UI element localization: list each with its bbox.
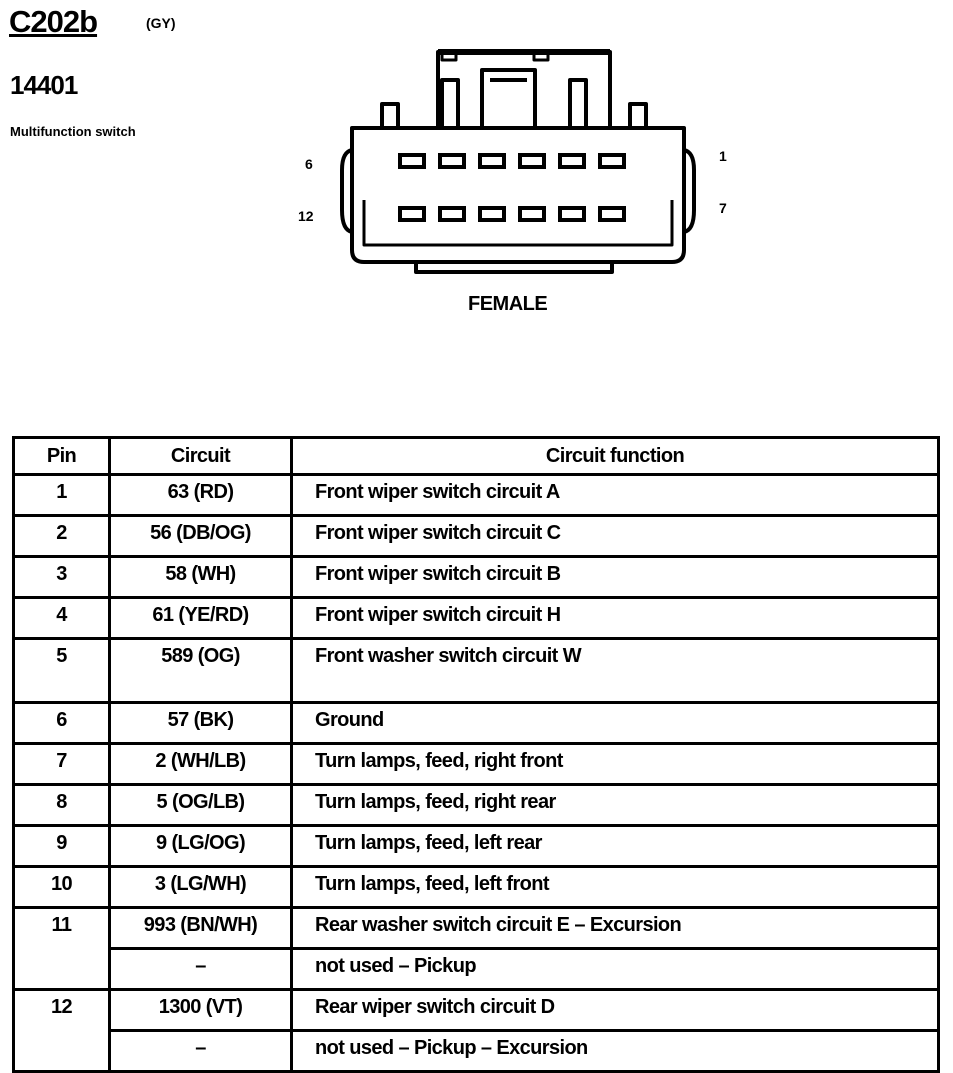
pin-cavity-5 (438, 153, 466, 169)
circuit-function: Turn lamps, feed, left front (290, 865, 940, 909)
pin-cavity-4 (478, 153, 506, 169)
table-row: 3 58 (WH) Front wiper switch circuit B (12, 555, 940, 599)
side-bump-left (340, 148, 353, 234)
circuit-function: Turn lamps, feed, right front (290, 742, 940, 786)
circuit-code: 9 (LG/OG) (108, 824, 293, 868)
circuit-function: Ground (290, 701, 940, 745)
latch-center (480, 68, 537, 127)
circuit-code: 57 (BK) (108, 701, 293, 745)
table-row: 6 57 (BK) Ground (12, 701, 940, 745)
circuit-code: 3 (LG/WH) (108, 865, 293, 909)
table-row: 5 589 (OG) Front washer switch circuit W (12, 637, 940, 704)
table-row: – not used – Pickup – Excursion (14, 1029, 940, 1073)
pin-number: 9 (12, 824, 111, 868)
pin-number: 3 (12, 555, 111, 599)
circuit-function: Rear wiper switch circuit D (290, 988, 940, 1032)
table-header-row: Pin Circuit Circuit function (12, 436, 940, 476)
pin-number: 7 (12, 742, 111, 786)
pin-cavity-12 (398, 206, 426, 222)
circuit-code: 56 (DB/OG) (108, 514, 293, 558)
header-circuit-function: Circuit function (290, 436, 940, 476)
header-circuit: Circuit (108, 436, 293, 476)
table-row: 1 63 (RD) Front wiper switch circuit A (12, 473, 940, 517)
connector-gender: FEMALE (468, 293, 548, 315)
part-name: Multifunction switch (10, 124, 136, 139)
side-bump-right (683, 148, 696, 234)
circuit-function: Front wiper switch circuit A (290, 473, 940, 517)
circuit-function: Front washer switch circuit W (290, 637, 940, 704)
circuit-code: 63 (RD) (108, 473, 293, 517)
latch-notch-left (440, 50, 458, 62)
pin-number: 12 (12, 988, 111, 1073)
pinout-table: Pin Circuit Circuit function 1 63 (RD) F… (12, 436, 940, 1073)
circuit-function: not used – Pickup (290, 947, 940, 991)
pin-number: 1 (12, 473, 111, 517)
circuit-function: Rear washer switch circuit E – Excursion (290, 906, 940, 950)
pin-label-top-right: 1 (719, 148, 727, 164)
latch-notch-right (532, 50, 550, 62)
connector-color-code: (GY) (146, 15, 176, 31)
circuit-function: Front wiper switch circuit C (290, 514, 940, 558)
table-row: 10 3 (LG/WH) Turn lamps, feed, left fron… (12, 865, 940, 909)
pin-cavity-6 (398, 153, 426, 169)
pin-number: 8 (12, 783, 111, 827)
table-row: 8 5 (OG/LB) Turn lamps, feed, right rear (12, 783, 940, 827)
circuit-function: Front wiper switch circuit B (290, 555, 940, 599)
pin-label-top-left: 6 (305, 156, 313, 172)
circuit-code: – (108, 947, 293, 991)
circuit-code: 58 (WH) (108, 555, 293, 599)
pin-label-bottom-right: 7 (719, 200, 727, 216)
circuit-function: not used – Pickup – Excursion (290, 1029, 940, 1073)
pin-number: 2 (12, 514, 111, 558)
connector-face-diagram (340, 49, 696, 274)
latch-inner-right (568, 78, 588, 127)
table-row: 2 56 (DB/OG) Front wiper switch circuit … (12, 514, 940, 558)
pin-cavity-7 (598, 206, 626, 222)
pin-cavity-11 (438, 206, 466, 222)
top-tab-left (380, 102, 400, 127)
pin-cavity-2 (558, 153, 586, 169)
pin-number: 6 (12, 701, 111, 745)
table-row: 9 9 (LG/OG) Turn lamps, feed, left rear (12, 824, 940, 868)
pin-label-bottom-left: 12 (298, 208, 314, 224)
connector-body (350, 126, 686, 264)
circuit-code: – (108, 1029, 293, 1073)
pin-number: 10 (12, 865, 111, 909)
inner-cavity (362, 200, 674, 247)
circuit-code: 5 (OG/LB) (108, 783, 293, 827)
pin-cavity-1 (598, 153, 626, 169)
circuit-function: Turn lamps, feed, left rear (290, 824, 940, 868)
pin-number: 4 (12, 596, 111, 640)
circuit-code: 61 (YE/RD) (108, 596, 293, 640)
bottom-rib (414, 262, 614, 274)
table-row: 12 1300 (VT) Rear wiper switch circuit D (12, 988, 940, 1073)
pin-cavity-3 (518, 153, 546, 169)
circuit-code: 589 (OG) (108, 637, 293, 704)
pin-cavity-8 (558, 206, 586, 222)
part-number: 14401 (10, 70, 78, 100)
top-tab-right (628, 102, 648, 127)
pin-cavity-9 (518, 206, 546, 222)
pin-number: 11 (12, 906, 111, 991)
table-row: 4 61 (YE/RD) Front wiper switch circuit … (12, 596, 940, 640)
table-row: – not used – Pickup (14, 947, 940, 991)
circuit-code: 2 (WH/LB) (108, 742, 293, 786)
circuit-code: 1300 (VT) (108, 988, 293, 1032)
circuit-code: 993 (BN/WH) (108, 906, 293, 950)
latch-inner-left (440, 78, 460, 127)
circuit-function: Turn lamps, feed, right rear (290, 783, 940, 827)
header-pin: Pin (12, 436, 111, 476)
connector-id: C202b (9, 4, 98, 39)
pin-cavity-10 (478, 206, 506, 222)
circuit-function: Front wiper switch circuit H (290, 596, 940, 640)
table-row: 7 2 (WH/LB) Turn lamps, feed, right fron… (12, 742, 940, 786)
pin-number: 5 (12, 637, 111, 704)
table-row: 11 993 (BN/WH) Rear washer switch circui… (12, 906, 940, 991)
